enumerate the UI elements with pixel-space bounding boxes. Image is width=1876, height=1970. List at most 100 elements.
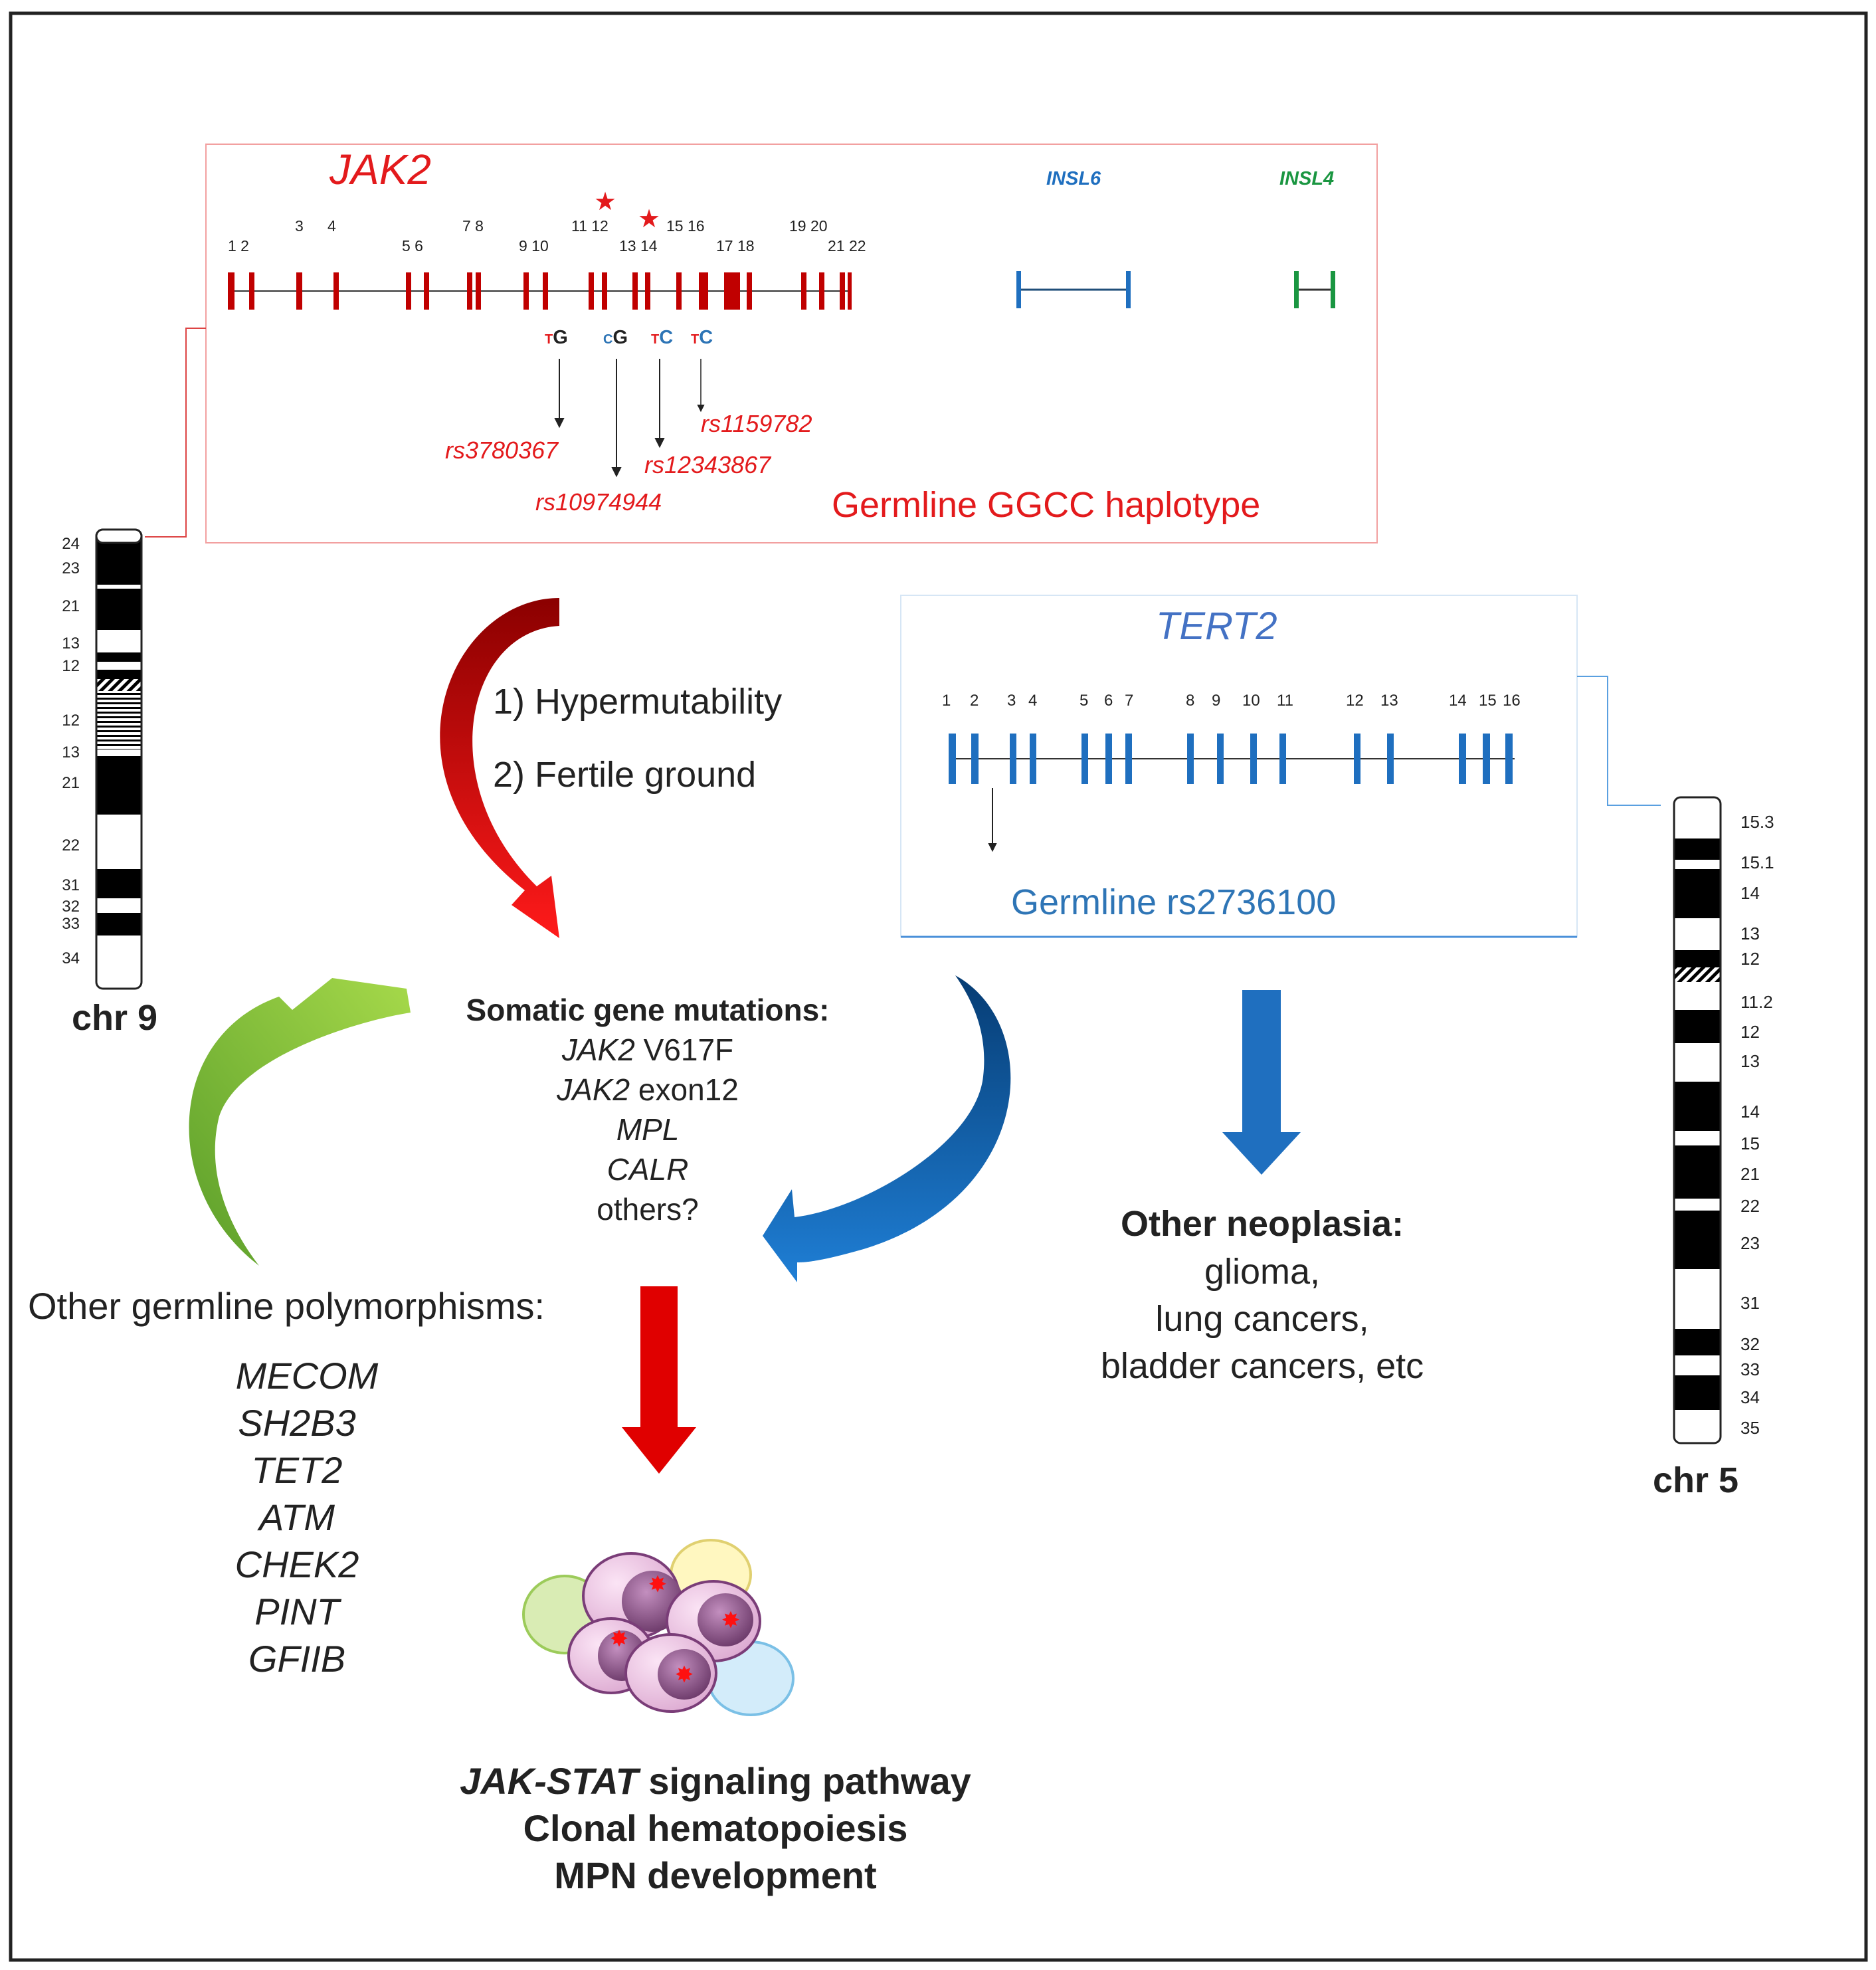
exon xyxy=(848,272,852,310)
exon xyxy=(1483,734,1490,784)
exon-label: 4 xyxy=(328,217,336,235)
green-curved-arrow xyxy=(189,978,411,1266)
germline-gene: SH2B3 xyxy=(238,1402,355,1444)
exon xyxy=(333,272,339,310)
band-label: 23 xyxy=(1740,1233,1760,1253)
exon xyxy=(747,272,752,310)
svg-text:✸: ✸ xyxy=(721,1608,741,1633)
band-label: 12 xyxy=(1740,949,1760,969)
exon-label: 16 xyxy=(1503,692,1521,710)
band-label: 13 xyxy=(1740,1051,1760,1071)
chr9-connector-line xyxy=(145,328,206,538)
band-label: 14 xyxy=(1740,883,1760,903)
exon xyxy=(1126,271,1131,308)
exon-label: 6 xyxy=(1104,692,1113,710)
outcome-line: Clonal hematopoiesis xyxy=(523,1807,908,1849)
band-label: 34 xyxy=(1740,1387,1760,1407)
exon xyxy=(971,734,979,784)
band-label: 14 xyxy=(1740,1102,1760,1122)
exon xyxy=(1187,734,1194,784)
exon-label: 9 xyxy=(1212,692,1220,710)
outcome-pathway: JAK-STAT signaling pathway xyxy=(460,1760,971,1802)
outcome-block: JAK-STAT signaling pathway Clonal hemato… xyxy=(460,1760,971,1896)
exon-label: 8 xyxy=(1186,692,1194,710)
allele-pair: TC xyxy=(651,327,673,348)
band-label: 31 xyxy=(1740,1293,1760,1313)
exon xyxy=(724,272,740,310)
mutation-mark-icons: ✸ ✸ ✸ ✸ xyxy=(610,1572,741,1688)
exon xyxy=(1331,271,1335,308)
exon xyxy=(589,272,594,310)
jak2-panel-border xyxy=(205,144,1378,543)
band-label: 11.2 xyxy=(1740,992,1773,1012)
exon-label: 15 16 xyxy=(666,217,705,235)
chr5-label: chr 5 xyxy=(1653,1460,1738,1500)
band-label: 31 xyxy=(62,876,80,894)
svg-text:✸: ✸ xyxy=(675,1662,694,1688)
band-label: 22 xyxy=(62,837,80,854)
exon xyxy=(424,272,429,310)
svg-text:✸: ✸ xyxy=(610,1626,629,1652)
tert2-gene-panel: TERT2 1 2 3 4 5 6 7 8 9 10 11 12 13 14 1… xyxy=(900,595,1661,938)
band-label: 12 xyxy=(62,657,80,675)
exon-label: 7 xyxy=(1125,692,1133,710)
band-label: 15.1 xyxy=(1740,852,1774,872)
neoplasia-item: bladder cancers, etc xyxy=(1101,1346,1424,1386)
exon-label: 10 xyxy=(1242,692,1260,710)
red-curved-arrow xyxy=(440,598,559,938)
exon xyxy=(602,272,607,310)
band-label: 12 xyxy=(62,712,80,730)
exon xyxy=(1294,271,1299,308)
germline-gene: CHEK2 xyxy=(235,1543,359,1585)
band-label: 35 xyxy=(1740,1418,1760,1438)
somatic-item: CALR xyxy=(607,1152,689,1187)
exon xyxy=(1505,734,1513,784)
exon-label: 19 20 xyxy=(789,217,828,235)
exon-label: 1 xyxy=(942,692,951,710)
band-label: 32 xyxy=(62,898,80,916)
chromosome-9-ideogram: 24 23 21 13 12 12 13 21 22 31 32 33 34 c… xyxy=(62,528,157,1038)
exon xyxy=(676,272,682,310)
germline-gene: ATM xyxy=(257,1496,335,1538)
snp-ids: rs3780367 rs10974944 rs12343867 rs115978… xyxy=(445,410,812,516)
exon xyxy=(406,272,411,310)
somatic-item: others? xyxy=(597,1192,698,1227)
blue-down-arrow xyxy=(1222,990,1301,1175)
exon xyxy=(1030,734,1036,784)
exon-label: 3 xyxy=(1007,692,1016,710)
exon xyxy=(1217,734,1224,784)
somatic-item: JAK2 V617F xyxy=(561,1033,733,1067)
mechanism-item: 2) Fertile ground xyxy=(493,755,756,795)
exon xyxy=(228,272,234,310)
exon-label: 2 xyxy=(970,692,979,710)
neoplasia-item: lung cancers, xyxy=(1155,1299,1368,1339)
exon xyxy=(1250,734,1257,784)
band-label: 13 xyxy=(62,743,80,761)
mechanism-list: 1) Hypermutability 2) Fertile ground xyxy=(493,682,782,795)
exon xyxy=(819,272,824,310)
exon xyxy=(1105,734,1112,784)
snp-id: rs12343867 xyxy=(644,451,772,478)
exon xyxy=(1279,734,1286,784)
band-label: 13 xyxy=(62,635,80,652)
snp-id: rs3780367 xyxy=(445,437,559,464)
chr9-label: chr 9 xyxy=(72,998,157,1038)
exon xyxy=(1387,734,1394,784)
figure-border xyxy=(9,11,1868,1962)
mechanism-item: 1) Hypermutability xyxy=(493,682,782,722)
tert2-exon-numbers: 1 2 3 4 5 6 7 8 9 10 11 12 13 14 15 16 xyxy=(942,692,1521,710)
cell-nucleus xyxy=(658,1649,711,1700)
band-label: 33 xyxy=(1740,1359,1760,1379)
band-label: 32 xyxy=(1740,1334,1760,1354)
band-label: 15 xyxy=(1740,1133,1760,1153)
germline-gene: PINT xyxy=(254,1591,341,1632)
allele-pair: TC xyxy=(691,327,713,348)
exon xyxy=(467,272,472,310)
exon-label: 5 6 xyxy=(402,237,423,254)
exon xyxy=(699,272,708,310)
exon xyxy=(632,272,638,310)
allele-labels: TG CG TC TC xyxy=(545,327,713,348)
snp-arrows xyxy=(554,359,705,478)
outcome-line: MPN development xyxy=(554,1854,876,1896)
